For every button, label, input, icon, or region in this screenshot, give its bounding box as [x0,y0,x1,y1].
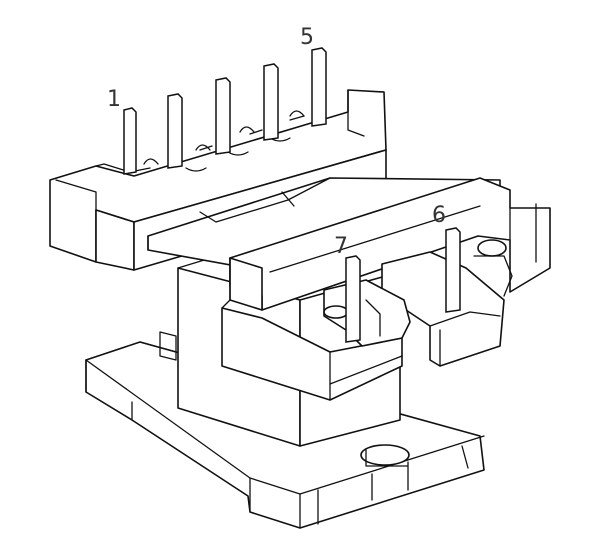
pin-6 [445,227,461,313]
pin-label-7: 7 [334,234,348,259]
pin-6-socket [477,239,507,257]
pin-label-5: 5 [300,25,314,50]
pin-5 [311,47,327,127]
base-mount-hole [360,444,410,466]
pin-1 [123,107,137,175]
right-pin-block [221,177,551,401]
pin-7-socket [323,305,349,319]
pin-2 [167,93,183,169]
pin-label-1: 1 [107,87,121,112]
pin-labels: 1 5 6 7 [107,25,446,259]
pin-label-6: 6 [432,203,446,228]
pin-4 [263,63,279,141]
pins-right [345,227,461,343]
pin-7 [345,255,361,343]
pins-left [123,47,327,175]
pin-3 [215,77,231,155]
